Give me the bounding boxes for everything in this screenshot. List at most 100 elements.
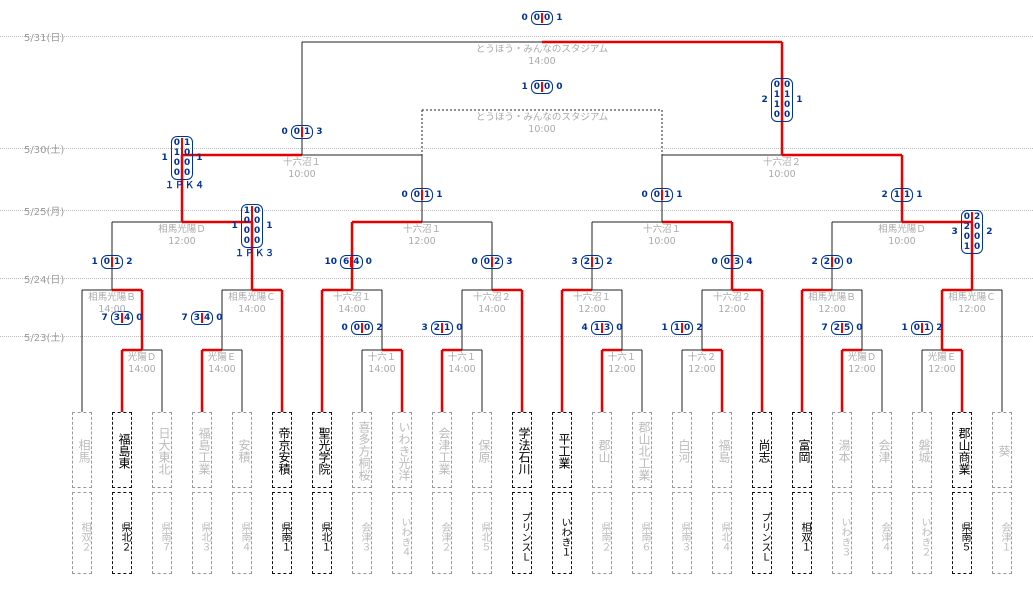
period-score: 2 [833,323,841,333]
kickoff-time: 12:00 [688,364,716,375]
score-right: 0 [365,257,372,267]
period-score: 1 [444,323,451,333]
team-region: 相双１ [792,492,812,574]
team-name: 喜多方桐桜 [352,412,372,488]
score-left: 1 [901,323,908,333]
venue-name: 十六沼１ [402,224,442,235]
period-score: 0 [173,158,181,168]
score-right: 2 [606,257,613,267]
team-region: 県南１ [272,492,292,574]
score-left: 7 [181,313,188,323]
date-label: 5/30(土) [24,145,65,156]
team-name: 湯本 [832,412,852,488]
period-score: 1 [773,100,781,110]
period-score: 0 [784,80,791,90]
score-right: 1 [436,190,443,200]
period-score: 0 [254,216,261,226]
period-score: 0 [364,323,371,333]
venue-name: 相馬光陽Ｄ [878,224,926,235]
period-score: 0 [293,127,301,137]
period-score: 0 [974,232,981,242]
period-score: 0 [533,82,541,92]
period-score: 1 [924,323,931,333]
period-score: 0 [173,168,181,178]
period-score: 1 [184,138,191,148]
team-name: 尚志 [752,412,772,488]
kickoff-time: 12:00 [958,304,986,315]
score-left: 1 [91,257,98,267]
period-score: 0 [184,168,191,178]
team-name: 保原 [472,412,492,488]
period-score: 5 [844,323,851,333]
team-region: いわき１ [552,492,572,574]
team-region: 県南２ [592,492,612,574]
venue-name: 十六２ [687,352,717,363]
venue-name: 十六沼１ [572,292,612,303]
score-right: 0 [456,323,463,333]
score-left: 0 [471,257,478,267]
kickoff-time: 12:00 [928,364,956,375]
score-right: 1 [196,153,203,163]
team-region: 会津４ [872,492,892,574]
kickoff-time: 12:00 [608,364,636,375]
kickoff-time: 14:00 [238,304,266,315]
team-name: 葵 [992,412,1012,488]
team-name: 郡山 [592,412,612,488]
score-right: 4 [746,257,753,267]
score-right: 1 [266,221,273,231]
venue-name: 相馬光陽Ｂ [88,292,136,303]
team-region: 県南６ [632,492,652,574]
period-score: 0 [243,226,251,236]
score-left: 3 [421,323,428,333]
team-name: 郡山北工業 [632,412,652,488]
period-score: 2 [823,257,831,267]
team-name: 白河 [672,412,692,488]
team-name: 学法石川 [512,412,532,488]
venue-name: 十六沼２ [762,157,802,168]
period-score: 4 [204,313,211,323]
score-left: 7 [101,313,108,323]
score-right: 3 [316,127,323,137]
period-score: 0 [533,13,541,23]
team-region: 県北１ [312,492,332,574]
period-score: 3 [734,257,741,267]
period-score: 0 [723,257,731,267]
period-score: 1 [673,323,681,333]
kickoff-time: 12:00 [578,304,606,315]
kickoff-time: 12:00 [818,304,846,315]
period-score: 0 [184,148,191,158]
team-region: いわき３ [832,492,852,574]
period-score: 3 [113,313,121,323]
kickoff-time: 14:00 [98,304,126,315]
period-score: 0 [254,226,261,236]
venue-name: 十六１ [447,352,477,363]
period-score: 0 [913,323,921,333]
score-left: 3 [951,227,958,237]
period-score: 0 [243,236,251,246]
pk-result: １ＰＫ３ [235,249,276,259]
score-left: 1 [521,82,528,92]
kickoff-time: 14:00 [338,304,366,315]
